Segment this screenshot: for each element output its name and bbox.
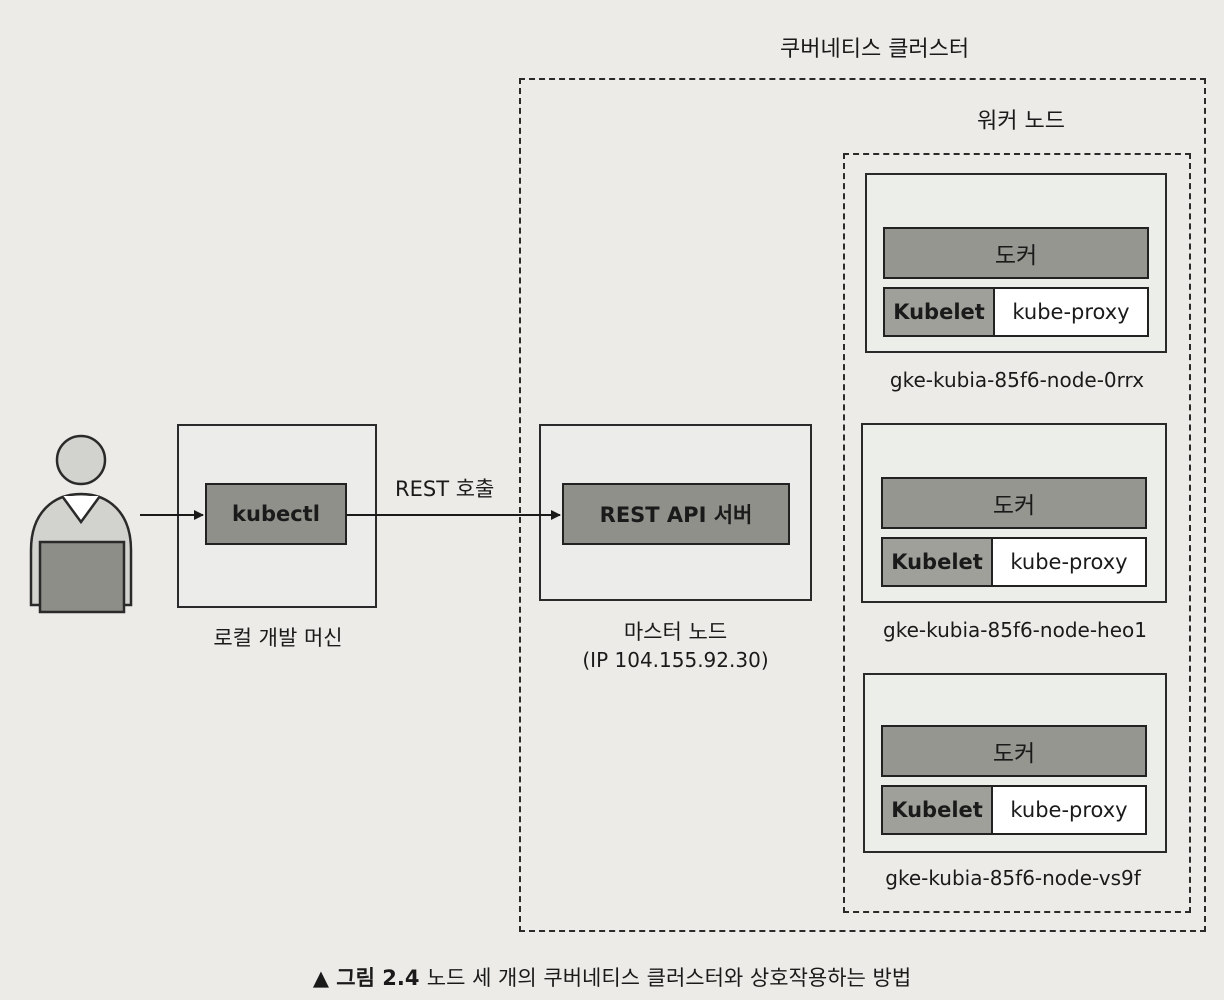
local-machine-label: 로컬 개발 머신 bbox=[213, 626, 343, 650]
docker-box: 도커 bbox=[881, 477, 1147, 529]
caption-text: 노드 세 개의 쿠버네티스 클러스터와 상호작용하는 방법 bbox=[426, 966, 912, 990]
developer-user-icon bbox=[29, 434, 133, 614]
master-ip-label: (IP 104.155.92.30) bbox=[582, 648, 769, 672]
figure-caption: ▲ 그림 2.4 노드 세 개의 쿠버네티스 클러스터와 상호작용하는 방법 bbox=[0, 962, 1224, 992]
kube-proxy-box: kube-proxy bbox=[993, 537, 1147, 587]
cluster-title: 쿠버네티스 클러스터 bbox=[780, 37, 970, 62]
caption-marker: ▲ bbox=[312, 966, 329, 990]
worker-group-title: 워커 노드 bbox=[977, 109, 1065, 134]
worker-node-name: gke-kubia-85f6-node-heo1 bbox=[883, 618, 1147, 642]
master-node-label: 마스터 노드 bbox=[623, 620, 728, 644]
rest-api-server-box: REST API 서버 bbox=[562, 483, 790, 545]
worker-node-name: gke-kubia-85f6-node-0rrx bbox=[889, 368, 1145, 392]
kubelet-box: Kubelet bbox=[881, 537, 993, 587]
worker-node-name: gke-kubia-85f6-node-vs9f bbox=[885, 866, 1141, 890]
rest-call-label: REST 호출 bbox=[395, 477, 495, 501]
kube-proxy-box: kube-proxy bbox=[993, 785, 1147, 835]
kube-proxy-box: kube-proxy bbox=[995, 287, 1149, 337]
kubelet-box: Kubelet bbox=[881, 785, 993, 835]
docker-box: 도커 bbox=[883, 227, 1149, 279]
kubernetes-cluster bbox=[519, 78, 1206, 932]
docker-box: 도커 bbox=[881, 725, 1147, 777]
kubelet-box: Kubelet bbox=[883, 287, 995, 337]
worker-node-group bbox=[843, 153, 1191, 913]
caption-figure-number: 그림 2.4 bbox=[336, 966, 420, 990]
kubectl-box: kubectl bbox=[205, 483, 347, 545]
